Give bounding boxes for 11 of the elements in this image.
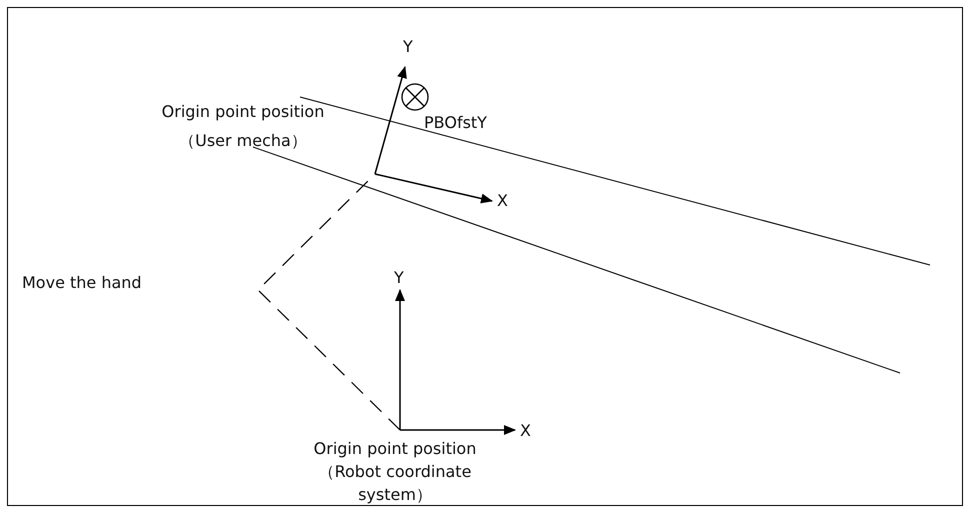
axis-label: X [520, 420, 531, 442]
robot-coordinate-axes [395, 289, 516, 435]
motion-path [257, 174, 400, 430]
origin-label: Origin point position （Robot coordinate system） [312, 438, 478, 506]
motion-label: Move the hand [22, 272, 142, 294]
offset-label: PBOfstY [424, 112, 487, 134]
axis-label: X [497, 190, 508, 212]
axis-label: Y [394, 267, 404, 289]
user-coordinate-axes [374, 66, 493, 204]
origin-label: Origin point position （User mecha） [160, 101, 326, 152]
axis-label: Y [403, 36, 413, 58]
